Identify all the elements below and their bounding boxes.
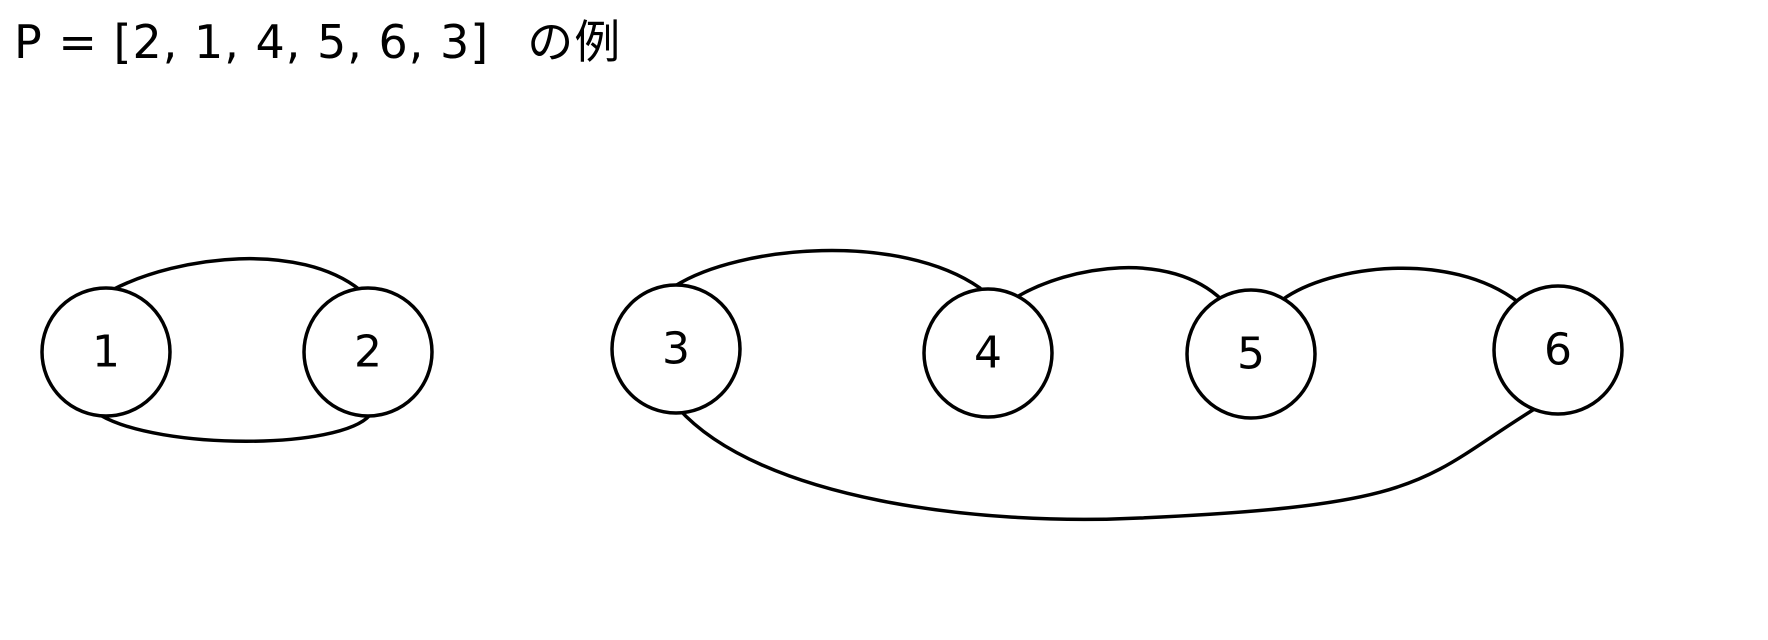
node-3: 3 <box>610 283 742 415</box>
node-3-label: 3 <box>662 324 690 375</box>
edge-2-1 <box>98 413 372 443</box>
permutation-formula: P = [2, 1, 4, 5, 6, 3] <box>14 15 490 69</box>
node-1-circle <box>40 286 172 418</box>
node-6-circle <box>1492 284 1624 416</box>
edge-3-4 <box>673 248 982 290</box>
node-4-label: 4 <box>974 328 1002 379</box>
node-1: 1 <box>40 286 172 418</box>
node-5-label: 5 <box>1237 329 1265 380</box>
edge-6-3 <box>676 406 1538 522</box>
node-2-circle <box>302 286 434 418</box>
node-3-circle <box>610 283 742 415</box>
node-4-circle <box>922 287 1054 419</box>
node-5: 5 <box>1185 288 1317 420</box>
node-2: 2 <box>302 286 434 418</box>
node-6-label: 6 <box>1544 325 1572 376</box>
node-5-circle <box>1185 288 1317 420</box>
edge-4-5 <box>1013 266 1224 302</box>
edge-5-6 <box>1280 266 1520 304</box>
page-title: P = [2, 1, 4, 5, 6, 3] の例 <box>14 12 621 72</box>
node-1-label: 1 <box>92 327 120 378</box>
title-suffix: の例 <box>527 15 622 69</box>
edge-1-2 <box>110 256 362 292</box>
node-4: 4 <box>922 287 1054 419</box>
node-6: 6 <box>1492 284 1624 416</box>
node-2-label: 2 <box>354 327 382 378</box>
